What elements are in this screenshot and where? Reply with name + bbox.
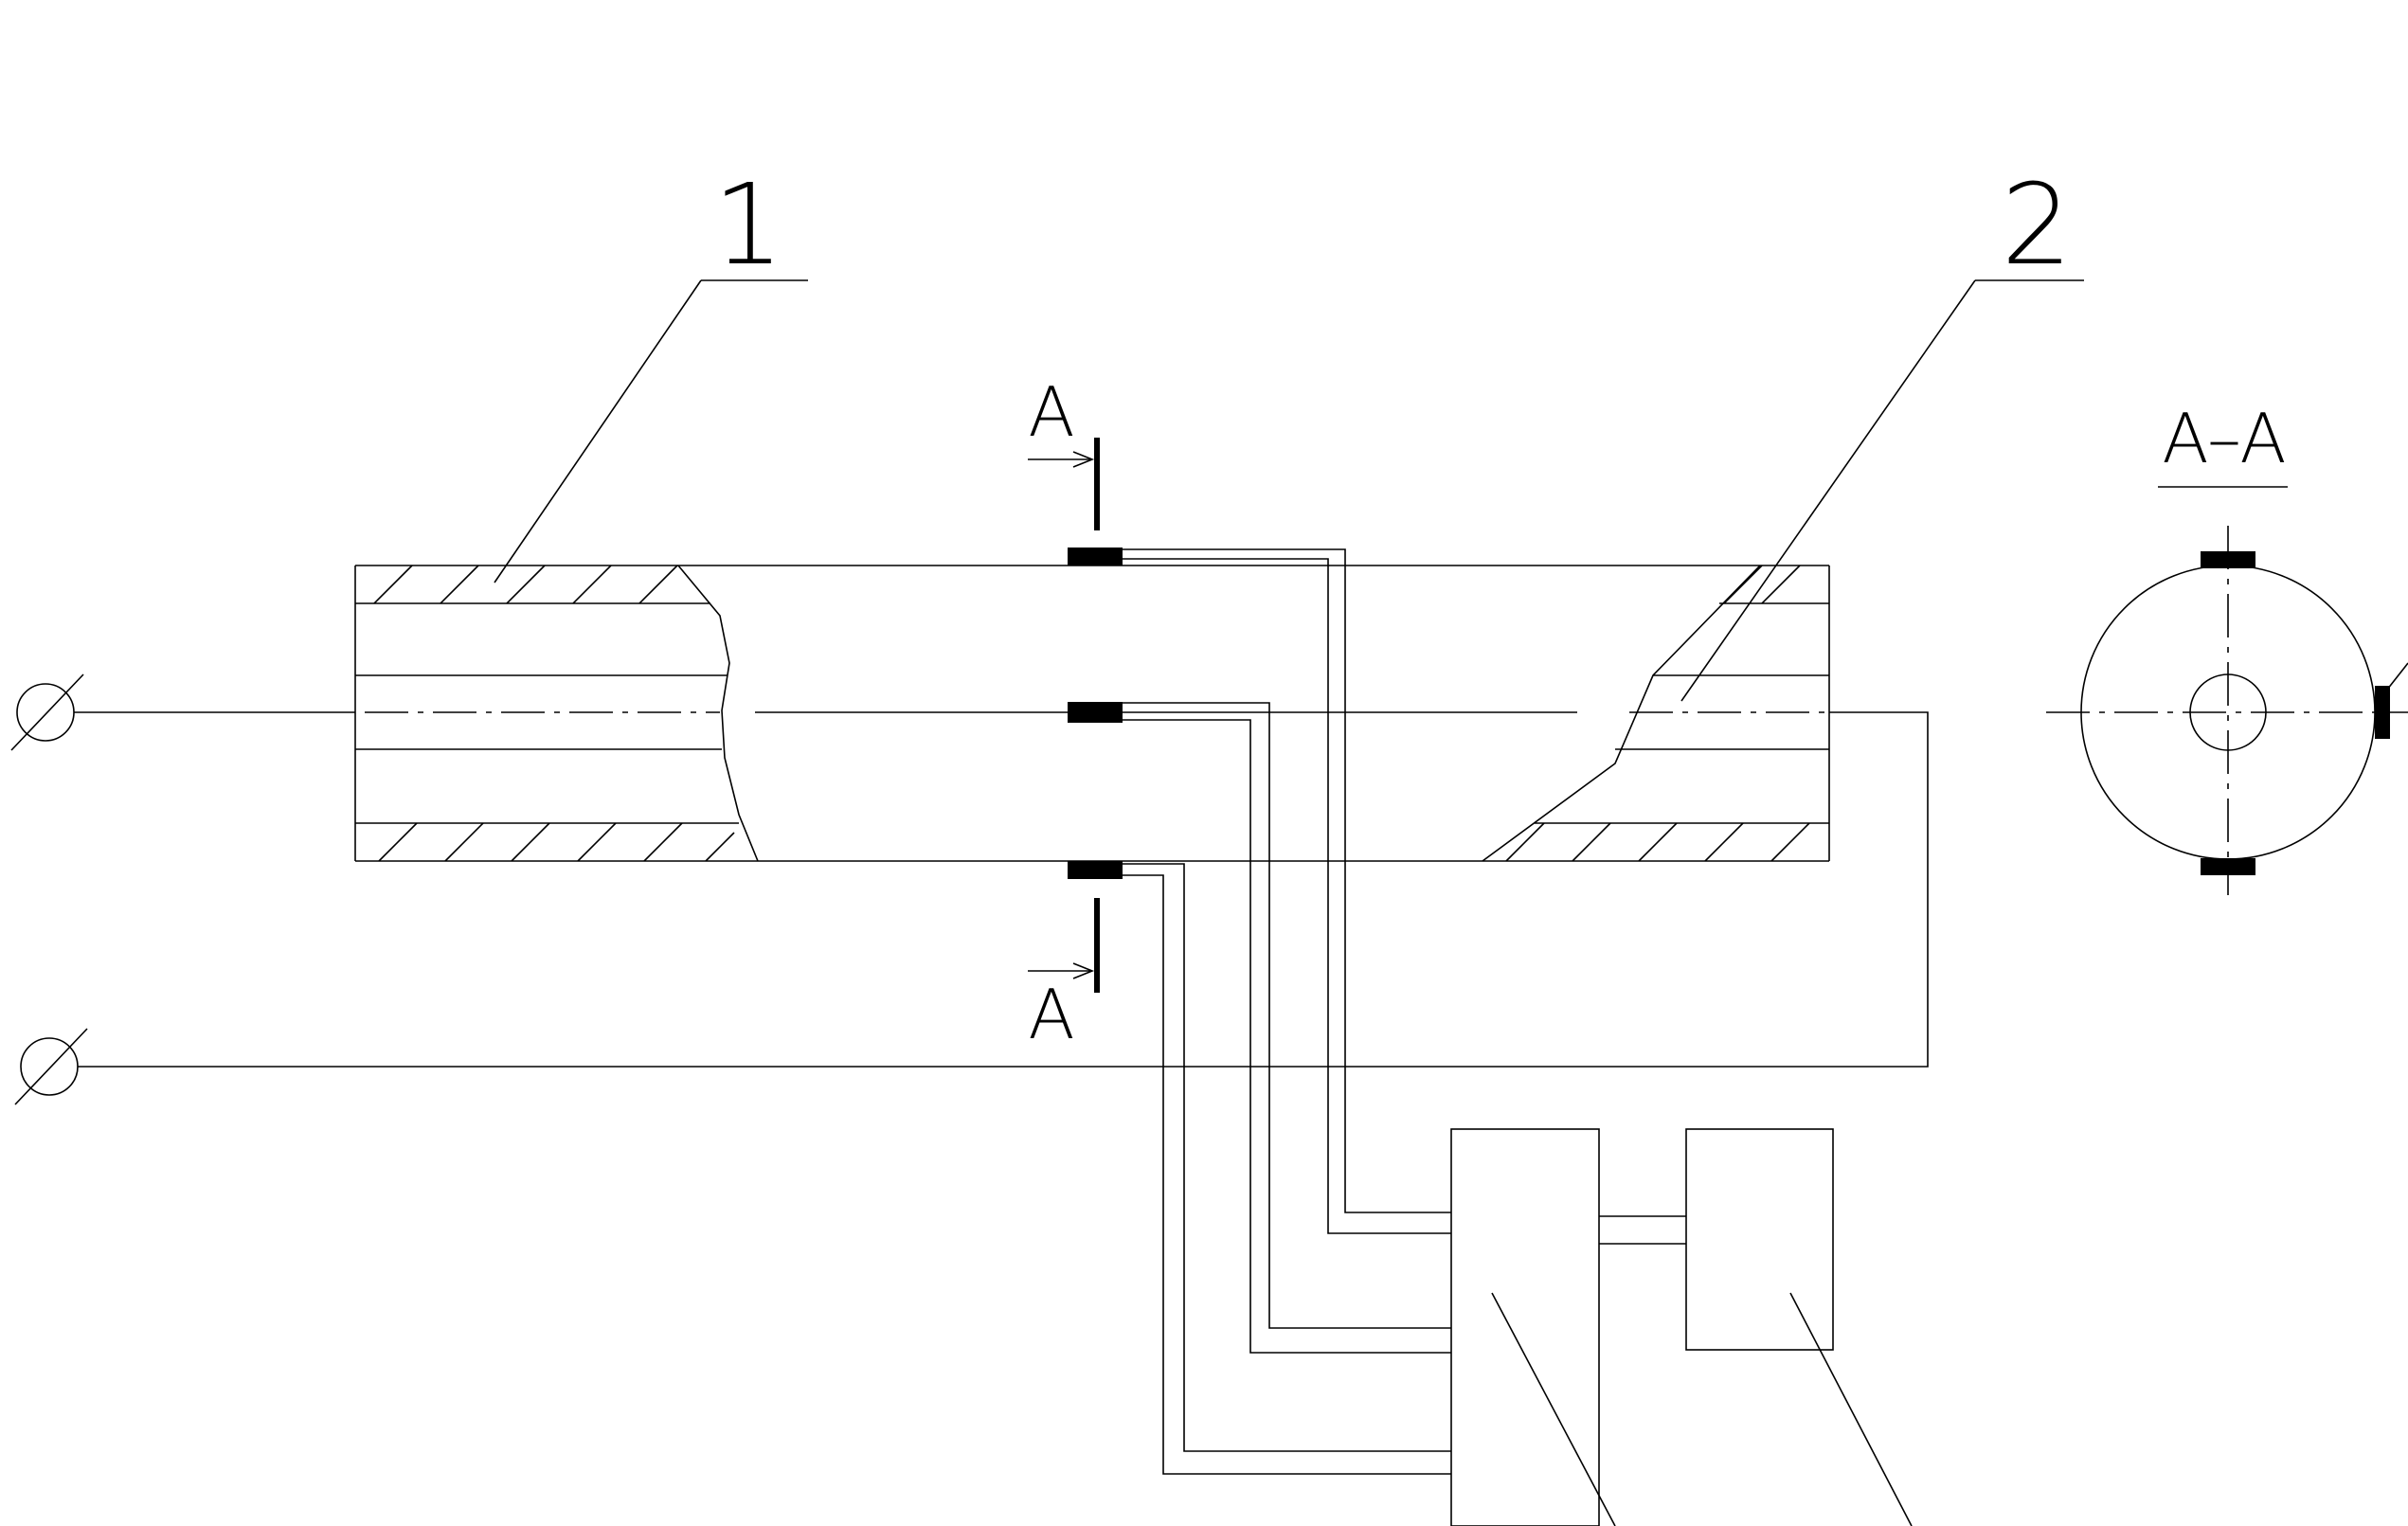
left-bottom-wall-hatching [378, 822, 735, 862]
wire-bottom-electrode-a [1123, 863, 1451, 1452]
section-arrowhead-top [1072, 451, 1095, 468]
section-view-a-a: A–A [2046, 399, 2408, 895]
wire-bottom-electrode-b [1123, 874, 1451, 1475]
section-marker-top: A [1028, 372, 1074, 452]
right-bottom-wall-hatching [1505, 822, 1810, 862]
section-electrode-right [2375, 686, 2390, 739]
processing-units [1450, 1128, 1913, 1526]
electrode-middle [1068, 702, 1123, 723]
terminal-top-slash [10, 673, 84, 751]
display-block-leader [1789, 1292, 1913, 1526]
section-electrode-bottom [2201, 858, 2255, 875]
wire-middle-electrode-b [1123, 719, 1451, 1354]
terminals [10, 673, 1929, 1105]
terminal-bottom-wire [78, 711, 1929, 1068]
right-top-wall-hatching [1723, 565, 1801, 604]
electrodes [1068, 548, 1123, 879]
signal-processing-block [1450, 1128, 1600, 1526]
wire-top-electrode-b [1123, 558, 1451, 1234]
electrode-bottom [1068, 861, 1123, 879]
section-electrode-top [2201, 551, 2255, 568]
part-number-2: 2 [2001, 159, 2072, 290]
part-labels: 1 2 [494, 159, 2084, 702]
right-break-line [1482, 565, 1761, 862]
signal-block-leader [1491, 1292, 1616, 1526]
section-view-title: A–A [2162, 399, 2286, 478]
section-marker-bottom: A [1028, 975, 1074, 1054]
pipe-section [354, 565, 1830, 862]
part-number-1: 1 [712, 159, 783, 290]
left-top-wall-hatching [373, 565, 678, 604]
electrode-wiring [1123, 548, 1451, 1475]
terminal-bottom-slash [14, 1028, 88, 1105]
section-cut-marks: A A [1028, 372, 1100, 1054]
wire-top-electrode-a [1123, 548, 1451, 1213]
section-electrode-right-lead [2386, 662, 2408, 691]
section-arrowhead-bottom [1072, 962, 1095, 979]
wire-middle-electrode-a [1123, 702, 1451, 1329]
electrode-top [1068, 548, 1123, 566]
part-2-leader [1680, 279, 1976, 702]
display-block [1685, 1128, 1834, 1351]
part-1-leader [494, 279, 702, 583]
left-break-line [677, 565, 759, 862]
